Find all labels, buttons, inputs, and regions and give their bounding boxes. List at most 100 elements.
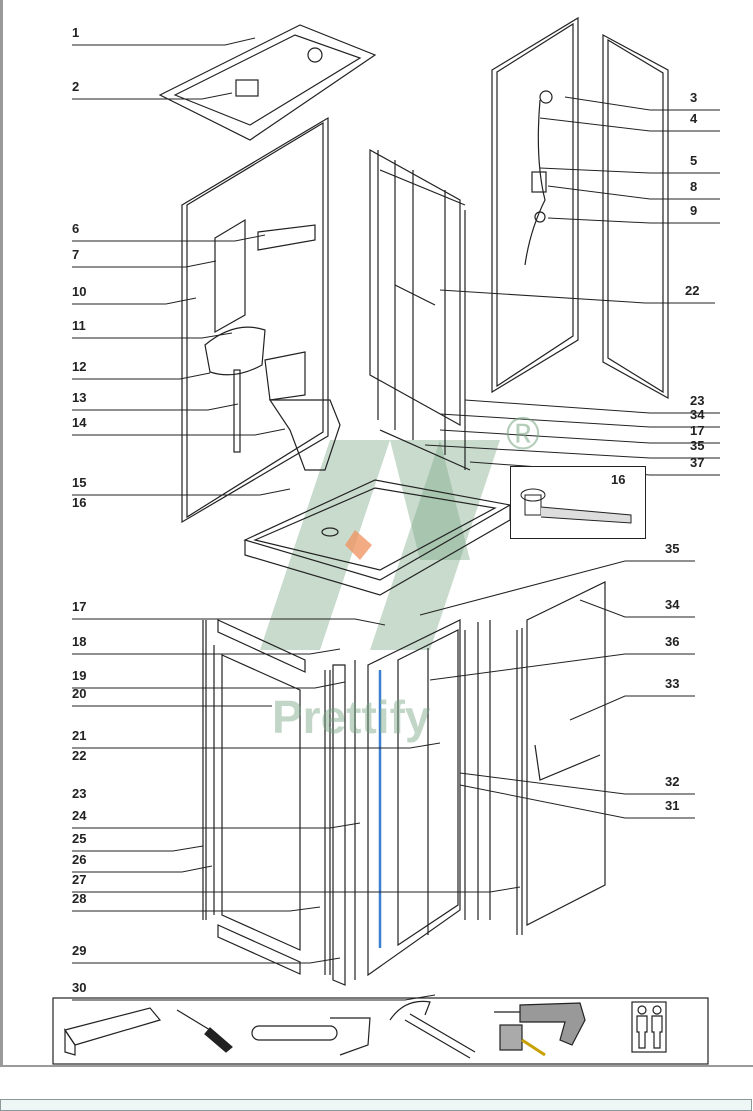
corner-posts <box>324 660 356 986</box>
callout-20: 20 <box>72 686 87 701</box>
callout-5: 5 <box>690 153 698 168</box>
callout-17: 17 <box>690 423 705 438</box>
hammer-icon <box>389 1000 476 1059</box>
callout-28: 28 <box>72 891 87 906</box>
leader-line <box>439 413 720 428</box>
leader-line <box>72 37 256 46</box>
callout-37: 37 <box>690 455 705 470</box>
callout-19: 19 <box>72 668 87 683</box>
callout-26: 26 <box>72 852 87 867</box>
leader-line <box>459 784 695 819</box>
side-glass-panel <box>602 33 669 400</box>
two-people-icon <box>631 1001 667 1053</box>
callout-31: 31 <box>665 798 680 813</box>
footer-bar <box>0 1099 752 1111</box>
drill-and-tape-measure-icon <box>494 1002 586 1057</box>
callout-16: 16 <box>72 495 87 510</box>
watermark-text: Prettify <box>272 691 431 743</box>
leader-line <box>539 117 720 132</box>
drain-inset: 16 <box>510 466 646 539</box>
callout-6: 6 <box>72 221 80 236</box>
callout-12: 12 <box>72 359 87 374</box>
leader-line <box>579 599 695 618</box>
leader-line <box>72 865 213 873</box>
front-door-frame-top <box>369 148 471 471</box>
callout-25: 25 <box>72 831 87 846</box>
leader-line <box>72 488 291 496</box>
leader-line <box>429 653 695 681</box>
callout-15: 15 <box>72 475 87 490</box>
leader-line <box>424 444 720 459</box>
leader-line <box>72 92 233 100</box>
callout-22: 22 <box>72 748 87 763</box>
leader-line <box>547 217 720 224</box>
front-door-panel <box>367 619 491 977</box>
screwdriver-icon <box>176 1009 233 1053</box>
callout-24: 24 <box>72 808 87 823</box>
leader-line <box>72 618 386 626</box>
callout-7: 7 <box>72 247 80 262</box>
callout-10: 10 <box>72 284 87 299</box>
bottom-side-panel <box>202 619 306 975</box>
watermark-logo <box>260 440 500 650</box>
callout-2: 2 <box>72 79 80 94</box>
leader-line <box>72 403 239 411</box>
leader-line <box>72 372 211 380</box>
drain-trap-icon <box>520 488 632 524</box>
callout-32: 32 <box>665 774 680 789</box>
leader-line <box>547 185 720 200</box>
leader-line <box>464 399 720 414</box>
callout-9: 9 <box>690 203 698 218</box>
leader-line <box>72 681 346 689</box>
callout-1: 1 <box>72 25 80 40</box>
callout-23: 23 <box>72 786 87 801</box>
inset-label: 16 <box>611 472 626 487</box>
callout-13: 13 <box>72 390 87 405</box>
tools-box <box>52 997 709 1065</box>
callout-4: 4 <box>690 111 698 126</box>
callout-34: 34 <box>665 597 680 612</box>
spirit-level-icon <box>64 1007 162 1056</box>
leader-line <box>419 560 695 616</box>
leader-lines <box>72 37 720 1001</box>
watermark-registered: ® <box>506 407 540 459</box>
callout-30: 30 <box>72 980 87 995</box>
callout-34: 34 <box>690 407 705 422</box>
adjustable-wrench-icon <box>251 1017 371 1056</box>
callout-8: 8 <box>690 179 698 194</box>
leader-line <box>72 906 321 912</box>
leader-line <box>564 96 720 111</box>
leader-line <box>72 428 286 436</box>
leader-line <box>72 845 204 852</box>
callout-3: 3 <box>690 90 698 105</box>
left-wall-panel <box>181 116 341 524</box>
leader-line <box>72 648 341 655</box>
shower-wall-panel <box>491 16 579 394</box>
callout-27: 27 <box>72 872 87 887</box>
leader-line <box>72 332 233 339</box>
callout-18: 18 <box>72 634 87 649</box>
leader-line <box>72 886 521 893</box>
leader-line <box>72 297 197 305</box>
leader-line <box>459 772 695 795</box>
leader-line <box>72 994 436 1001</box>
page-divider <box>0 1065 753 1067</box>
callout-11: 11 <box>72 318 86 333</box>
ceiling-panel <box>158 24 377 141</box>
leader-line <box>439 289 715 304</box>
callout-35: 35 <box>665 541 680 556</box>
leader-line <box>72 957 341 964</box>
callout-35: 35 <box>690 438 705 453</box>
leader-line <box>72 234 266 242</box>
callout-21: 21 <box>72 728 87 743</box>
callout-17: 17 <box>72 599 87 614</box>
leader-line <box>72 742 441 749</box>
sliding-door-panel <box>516 581 606 935</box>
leader-line <box>439 429 720 444</box>
callout-33: 33 <box>665 676 680 691</box>
callout-14: 14 <box>72 415 87 430</box>
leader-line <box>72 822 361 829</box>
leader-line <box>539 167 720 174</box>
callout-23: 23 <box>690 393 705 408</box>
